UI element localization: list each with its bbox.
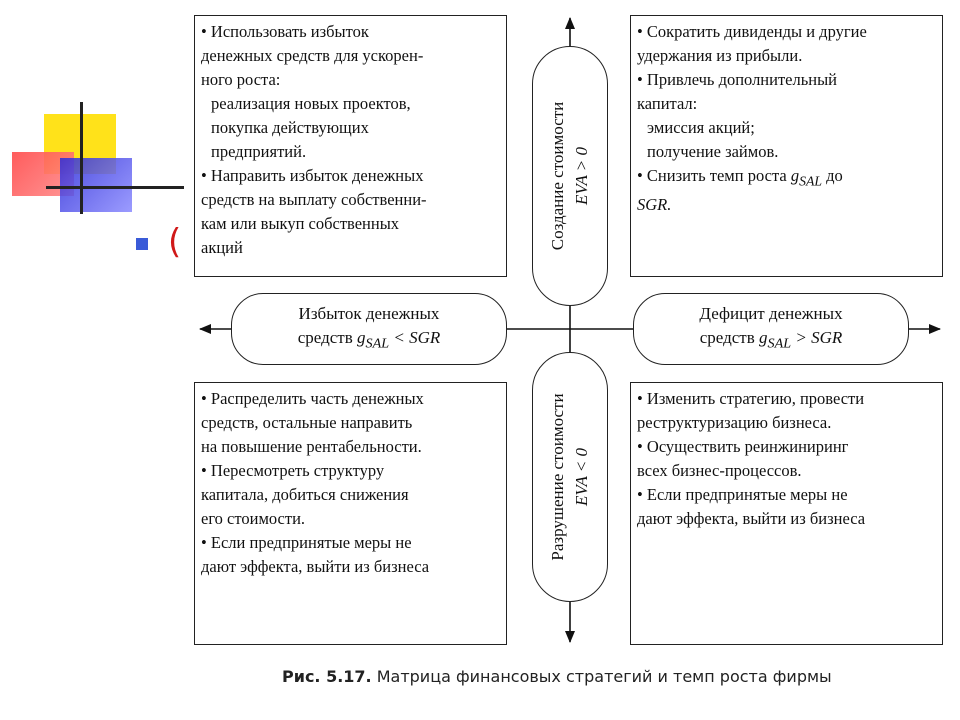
- axis-left-prefix: средств: [297, 328, 358, 348]
- caption-label: Рис. 5.17.: [282, 667, 372, 686]
- axis-left-line1: Избыток денежных: [298, 304, 440, 324]
- quadrant-line: • Привлечь дополнительный: [637, 70, 838, 89]
- quadrant-line: ного роста:: [201, 70, 281, 89]
- axis-label-cash-surplus: Избыток денежных средств gSAL < SGR: [231, 293, 507, 365]
- decor-vertical-line: [80, 102, 83, 214]
- quadrant-line: предприятий.: [211, 142, 307, 161]
- quadrant-line: реализация новых проектов,: [211, 94, 411, 113]
- quadrant-line: его стоимости.: [201, 509, 306, 528]
- quadrant-line: получение займов.: [647, 142, 779, 161]
- quadrant-line: • Пересмотреть структуру: [201, 461, 385, 480]
- quadrant-line: • Использовать избыток: [201, 22, 369, 41]
- quadrant-line: акций: [201, 238, 243, 257]
- quadrant-line: дают эффекта, выйти из бизнеса: [637, 509, 866, 528]
- axis-bottom-line2: EVA < 0: [572, 447, 591, 507]
- axis-label-value-creation: Создание стоимости EVA > 0: [532, 46, 608, 306]
- axis-top-line1: Создание стоимости: [548, 101, 567, 251]
- axis-top-text: Создание стоимости EVA > 0: [546, 102, 594, 251]
- axis-top-line2: EVA > 0: [572, 146, 591, 206]
- growth-mid: до: [821, 166, 843, 185]
- quadrant-line: удержания из прибыли.: [637, 46, 803, 65]
- axis-left-subscript: SAL: [365, 335, 390, 352]
- axis-bottom-line1: Разрушение стоимости: [548, 393, 567, 561]
- axis-left-symbol: g: [357, 328, 366, 348]
- caption-text: Матрица финансовых стратегий и темп рост…: [371, 667, 832, 686]
- quadrant-line: • Если предпринятые меры не: [201, 533, 412, 552]
- quadrant-line: • Осуществить реинжиниринг: [637, 437, 849, 456]
- axis-left-relation: < SGR: [389, 328, 441, 348]
- slide-title-fragment: (: [168, 222, 182, 262]
- axis-left-line2: средств gSAL < SGR: [298, 326, 441, 355]
- quadrant-line: денежных средств для ускорен-: [201, 46, 424, 65]
- quadrant-line: капитал:: [637, 94, 698, 113]
- quadrant-line: покупка действующих: [211, 118, 369, 137]
- axis-right-line2: средств gSAL > SGR: [700, 326, 843, 355]
- growth-prefix: • Снизить темп роста: [637, 166, 791, 185]
- quadrant-line: средств на выплату собственни-: [201, 190, 427, 209]
- quadrant-bottom-left: • Распределить часть денежных средств, о…: [194, 382, 507, 645]
- axis-right-subscript: SAL: [767, 335, 792, 352]
- quadrant-line: кам или выкуп собственных: [201, 214, 400, 233]
- quadrant-line: всех бизнес-процессов.: [637, 461, 802, 480]
- quadrant-line: реструктуризацию бизнеса.: [637, 413, 832, 432]
- quadrant-line: капитала, добиться снижения: [201, 485, 409, 504]
- quadrant-bottom-right: • Изменить стратегию, провести реструкту…: [630, 382, 943, 645]
- quadrant-line: • Распределить часть денежных: [201, 389, 424, 408]
- axis-right-line1: Дефицит денежных: [699, 304, 843, 324]
- axis-right-symbol: g: [759, 328, 768, 348]
- decor-blue-square: [60, 158, 132, 212]
- quadrant-line: дают эффекта, выйти из бизнеса: [201, 557, 430, 576]
- quadrant-line: • Изменить стратегию, провести: [637, 389, 865, 408]
- quadrant-line: • Если предпринятые меры не: [637, 485, 848, 504]
- axis-bottom-text: Разрушение стоимости EVA < 0: [546, 393, 594, 560]
- decor-horizontal-line: [46, 186, 196, 189]
- quadrant-line-growth: • Снизить темп роста gSAL до: [637, 164, 936, 193]
- quadrant-line: • Сократить дивиденды и другие: [637, 22, 867, 41]
- figure-caption: Рис. 5.17. Матрица финансовых стратегий …: [282, 667, 832, 686]
- axis-label-value-destruction: Разрушение стоимости EVA < 0: [532, 352, 608, 602]
- slide-bullet-icon: [136, 238, 148, 250]
- quadrant-top-left: • Использовать избыток денежных средств …: [194, 15, 507, 277]
- axis-label-cash-deficit: Дефицит денежных средств gSAL > SGR: [633, 293, 909, 365]
- quadrant-line: средств, остальные направить: [201, 413, 413, 432]
- axis-right-prefix: средств: [699, 328, 760, 348]
- axis-right-relation: > SGR: [791, 328, 843, 348]
- quadrant-line: эмиссия акций;: [647, 118, 755, 137]
- quadrant-line: на повышение рентабельности.: [201, 437, 422, 456]
- growth-tail: SGR.: [637, 195, 672, 215]
- quadrant-top-right: • Сократить дивиденды и другие удержания…: [630, 15, 943, 277]
- growth-symbol: g: [790, 166, 800, 185]
- quadrant-line: • Направить избыток денежных: [201, 166, 424, 185]
- growth-subscript: SAL: [799, 173, 822, 189]
